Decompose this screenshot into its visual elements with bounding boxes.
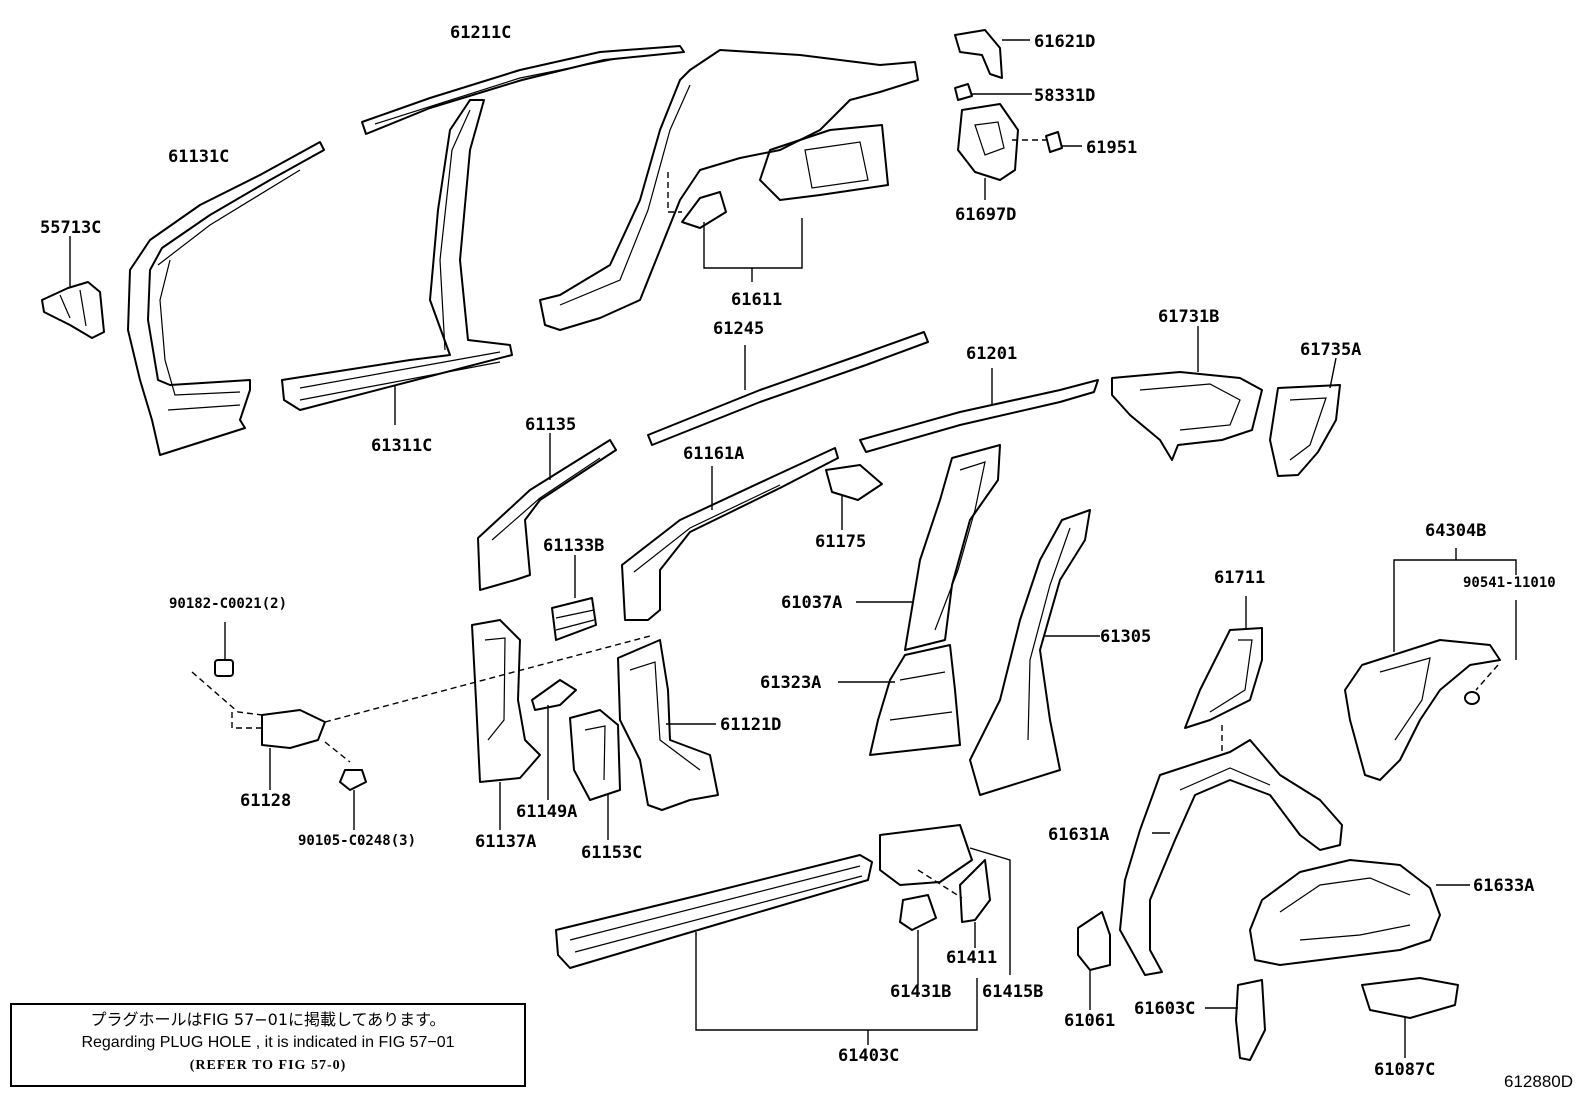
part-61131C-drawing (127, 141, 325, 456)
label-61201: 61201 (966, 344, 1017, 364)
part-58331D-drawing (954, 83, 1032, 101)
label-61951: 61951 (1086, 138, 1137, 158)
plug-hole-note: プラグホールはFIG 57−01に掲載してあります。 Regarding PLU… (10, 1003, 526, 1087)
part-61603C-drawing (1205, 979, 1266, 1061)
part-61621D-drawing (954, 29, 1030, 79)
part-55713C-drawing (41, 236, 105, 339)
part-61411-drawing (917, 859, 991, 948)
part-61633A-drawing (1249, 859, 1470, 966)
part-61431B-drawing (899, 894, 937, 985)
label-61149A: 61149A (516, 802, 577, 822)
note-line-en: Regarding PLUG HOLE , it is indicated in… (81, 1034, 455, 1051)
label-61735A: 61735A (1300, 340, 1361, 360)
label-58331D: 58331D (1034, 86, 1095, 106)
part-61323A-drawing (838, 644, 961, 756)
label-61621D: 61621D (1034, 32, 1095, 52)
label-61415B: 61415B (982, 982, 1043, 1002)
part-61149A-drawing (531, 679, 577, 800)
label-61161A: 61161A (683, 444, 744, 464)
part-61137A-drawing (471, 619, 541, 830)
label-61403C: 61403C (838, 1046, 899, 1066)
part-61951-drawing (1012, 131, 1082, 153)
label-90105-C0248: 90105-C0248(3) (298, 833, 416, 849)
part-61305-drawing (969, 509, 1100, 796)
label-90182-C0021: 90182-C0021(2) (169, 596, 287, 612)
part-90182-C0021-drawing (214, 622, 234, 677)
part-61711-drawing (1184, 596, 1263, 755)
part-61175-drawing (825, 464, 883, 530)
label-61431B: 61431B (890, 982, 951, 1002)
part-61611-drawing (667, 172, 803, 282)
label-61137A: 61137A (475, 832, 536, 852)
part-61153C-drawing (569, 709, 621, 840)
part-61731B-drawing (1111, 326, 1263, 461)
part-61061-drawing (1077, 911, 1111, 1010)
part-64304B-drawing (1344, 548, 1517, 781)
label-64304B: 64304B (1425, 521, 1486, 541)
part-90105-C0248-drawing (339, 769, 367, 830)
part-61135-drawing (477, 433, 617, 591)
label-61131C: 61131C (168, 147, 229, 167)
label-61603C: 61603C (1134, 999, 1195, 1019)
label-61633A: 61633A (1473, 876, 1534, 896)
label-61211C: 61211C (450, 23, 511, 43)
label-61323A: 61323A (760, 673, 821, 693)
label-61305: 61305 (1100, 627, 1151, 647)
label-61631A: 61631A (1048, 825, 1109, 845)
part-61201-drawing (859, 368, 1099, 453)
label-55713C: 55713C (40, 218, 101, 238)
label-90541-11010: 90541-11010 (1463, 575, 1556, 591)
part-61245-drawing (647, 331, 929, 446)
label-61121D: 61121D (720, 715, 781, 735)
label-61245: 61245 (713, 319, 764, 339)
label-61133B: 61133B (543, 536, 604, 556)
label-61135: 61135 (525, 415, 576, 435)
label-61611: 61611 (731, 290, 782, 310)
label-61061: 61061 (1064, 1011, 1115, 1031)
part-61087C-drawing (1361, 977, 1459, 1058)
part-61037A-drawing (856, 444, 1001, 651)
label-61697D: 61697D (955, 205, 1016, 225)
label-61087C: 61087C (1374, 1060, 1435, 1080)
part-61697D-drawing (957, 103, 1019, 200)
label-61311C: 61311C (371, 436, 432, 456)
label-61153C: 61153C (581, 843, 642, 863)
note-line-jp: プラグホールはFIG 57−01に掲載してあります。 (90, 1010, 446, 1029)
label-61175: 61175 (815, 532, 866, 552)
label-61128: 61128 (240, 791, 291, 811)
figure-id: 612880D (1504, 1072, 1574, 1091)
part-61631A-drawing (1119, 739, 1343, 976)
part-61403C-drawing (555, 824, 1011, 1045)
part-61128-drawing (191, 635, 651, 790)
part-61133B-drawing (551, 555, 597, 641)
label-61731B: 61731B (1158, 307, 1219, 327)
label-61711: 61711 (1214, 568, 1265, 588)
label-61411: 61411 (946, 948, 997, 968)
part-61161A-drawing (621, 447, 839, 621)
part-61735A-drawing (1269, 357, 1341, 477)
note-line-ref: (REFER TO FIG 57-0) (189, 1058, 347, 1073)
label-61037A: 61037A (781, 593, 842, 613)
part-61121D-drawing (617, 639, 719, 811)
part-61211C-drawing (361, 45, 685, 135)
part-61311C-drawing (281, 49, 919, 425)
